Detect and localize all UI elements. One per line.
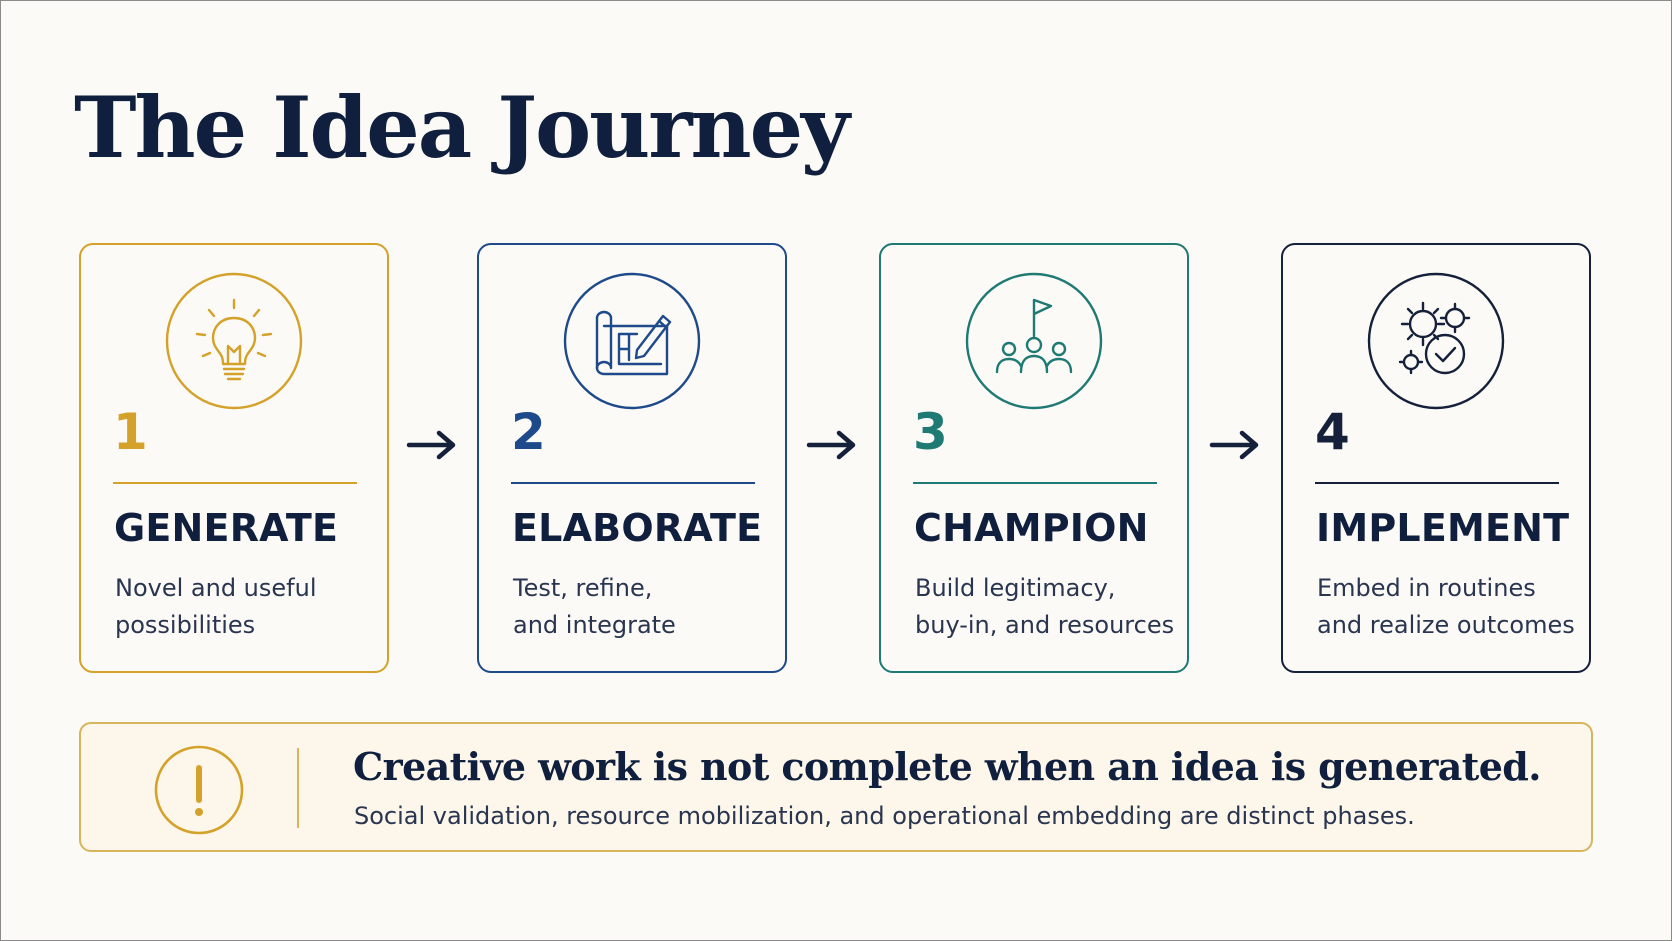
step-label: IMPLEMENT [1316, 506, 1570, 550]
key-insight-callout: Creative work is not complete when an id… [79, 722, 1593, 852]
arrow-right-icon [405, 425, 461, 465]
callout-divider [297, 748, 299, 828]
step-divider [1315, 482, 1559, 484]
step-description: Embed in routines and realize outcomes [1317, 574, 1575, 639]
step-card-champion: 3 CHAMPION Build legitimacy, buy-in, and… [879, 243, 1189, 673]
step-number: 3 [913, 403, 948, 461]
step-card-generate: 1 GENERATE Novel and useful possibilitie… [79, 243, 389, 673]
exclamation-icon [153, 744, 245, 836]
step-label: GENERATE [114, 506, 339, 550]
step-description: Build legitimacy, buy-in, and resources [915, 574, 1175, 639]
step-description: Novel and useful possibilities [115, 574, 317, 639]
step-label: ELABORATE [512, 506, 763, 550]
callout-subtext: Social validation, resource mobilization… [354, 802, 1415, 830]
arrow-right-icon [1208, 425, 1264, 465]
blueprint-pencil-icon [563, 272, 701, 410]
step-number: 4 [1315, 403, 1350, 461]
step-divider [913, 482, 1157, 484]
step-label: CHAMPION [914, 506, 1149, 550]
step-card-elaborate: 2 ELABORATE Test, refine, and integrate [477, 243, 787, 673]
gears-check-icon [1367, 272, 1505, 410]
step-divider [113, 482, 357, 484]
page-title: The Idea Journey [74, 78, 850, 177]
callout-headline: Creative work is not complete when an id… [353, 744, 1542, 789]
step-number: 2 [511, 403, 546, 461]
lightbulb-icon [165, 272, 303, 410]
step-number: 1 [113, 403, 148, 461]
step-divider [511, 482, 755, 484]
team-flag-icon [965, 272, 1103, 410]
arrow-right-icon [805, 425, 861, 465]
step-description: Test, refine, and integrate [513, 574, 676, 639]
step-card-implement: 4 IMPLEMENT Embed in routines and realiz… [1281, 243, 1591, 673]
